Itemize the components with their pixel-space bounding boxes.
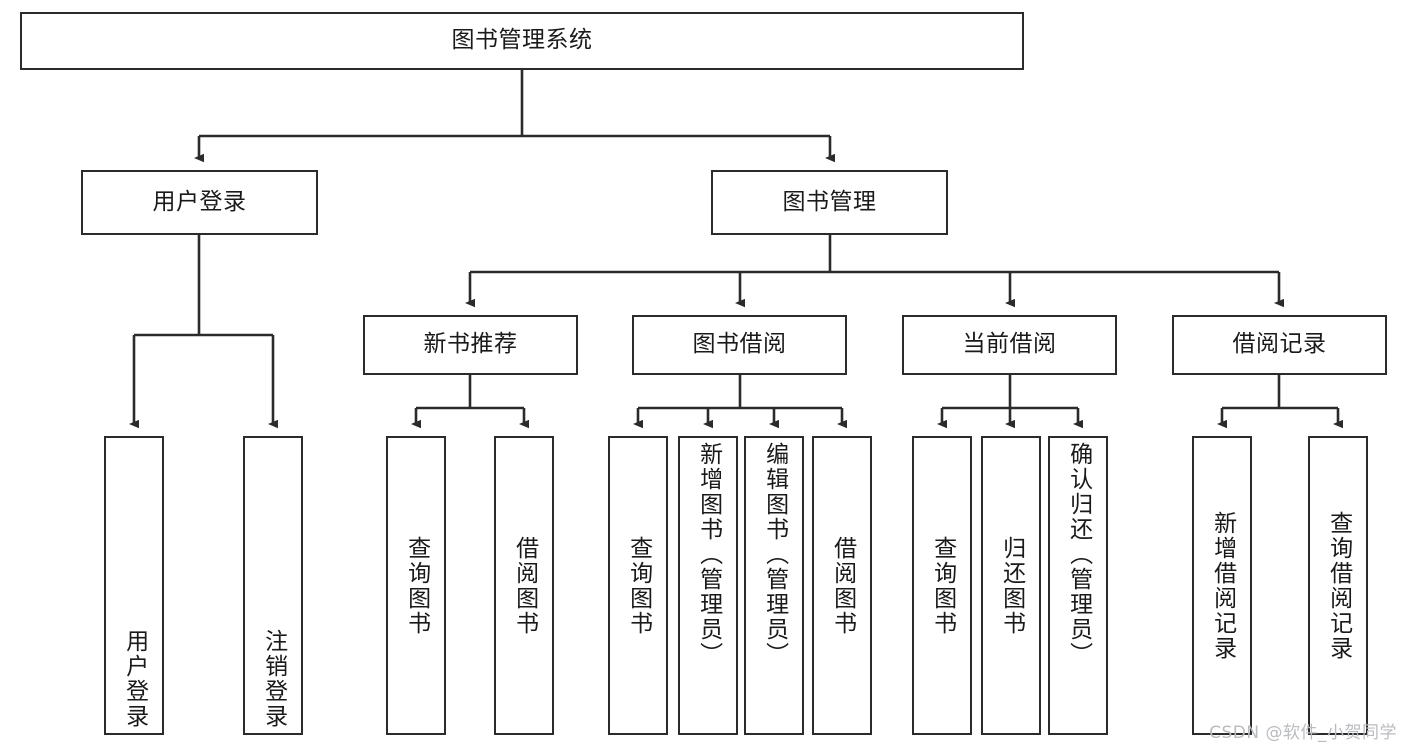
- leaf-query-book-2-label: 查询图书: [625, 535, 652, 636]
- leaf-logout-login-label: 注销登录: [260, 629, 287, 729]
- leaf-query-book-3-label: 查询图书: [929, 535, 956, 636]
- leaf-borrow-book-2[interactable]: 借阅图书: [812, 436, 872, 735]
- leaf-borrow-book-1[interactable]: 借阅图书: [494, 436, 554, 735]
- leaf-query-record[interactable]: 查询借阅记录: [1308, 436, 1368, 735]
- leaf-edit-book[interactable]: 编辑图书（管理员）: [744, 436, 804, 735]
- leaf-query-record-label: 查询借阅记录: [1325, 510, 1352, 661]
- watermark-text: CSDN @软件_小贺同学: [1209, 723, 1397, 743]
- node-root[interactable]: 图书管理系统: [20, 12, 1024, 70]
- node-new-book-recommend[interactable]: 新书推荐: [363, 315, 578, 375]
- leaf-add-record[interactable]: 新增借阅记录: [1192, 436, 1252, 735]
- leaf-borrow-book-1-label: 借阅图书: [511, 535, 538, 636]
- leaf-logout-login[interactable]: 注销登录: [243, 436, 303, 735]
- leaf-query-book-1[interactable]: 查询图书: [386, 436, 446, 735]
- node-book-manage[interactable]: 图书管理: [711, 170, 948, 235]
- leaf-borrow-book-2-label: 借阅图书: [829, 535, 856, 636]
- node-borrow-record[interactable]: 借阅记录: [1172, 315, 1387, 375]
- leaf-user-login-label: 用户登录: [121, 629, 148, 729]
- node-current-borrow[interactable]: 当前借阅: [902, 315, 1117, 375]
- node-new-book-recommend-label: 新书推荐: [423, 331, 518, 358]
- node-book-borrow[interactable]: 图书借阅: [632, 315, 847, 375]
- leaf-add-book-label: 新增图书（管理员）: [695, 442, 722, 667]
- node-user-login[interactable]: 用户登录: [81, 170, 318, 235]
- leaf-edit-book-label: 编辑图书（管理员）: [761, 442, 788, 667]
- leaf-user-login[interactable]: 用户登录: [104, 436, 164, 735]
- leaf-return-book[interactable]: 归还图书: [981, 436, 1041, 735]
- node-user-login-label: 用户登录: [152, 188, 247, 215]
- leaf-query-book-1-label: 查询图书: [403, 535, 430, 636]
- leaf-confirm-return[interactable]: 确认归还（管理员）: [1048, 436, 1108, 735]
- leaf-query-book-3[interactable]: 查询图书: [912, 436, 972, 735]
- node-book-manage-label: 图书管理: [782, 188, 877, 215]
- leaf-add-record-label: 新增借阅记录: [1209, 510, 1236, 661]
- node-current-borrow-label: 当前借阅: [962, 331, 1057, 358]
- leaf-add-book[interactable]: 新增图书（管理员）: [678, 436, 738, 735]
- node-root-label: 图书管理系统: [451, 27, 593, 54]
- node-book-borrow-label: 图书借阅: [692, 331, 787, 358]
- leaf-confirm-return-label: 确认归还（管理员）: [1065, 442, 1092, 667]
- leaf-query-book-2[interactable]: 查询图书: [608, 436, 668, 735]
- node-borrow-record-label: 借阅记录: [1232, 331, 1327, 358]
- leaf-return-book-label: 归还图书: [998, 535, 1025, 636]
